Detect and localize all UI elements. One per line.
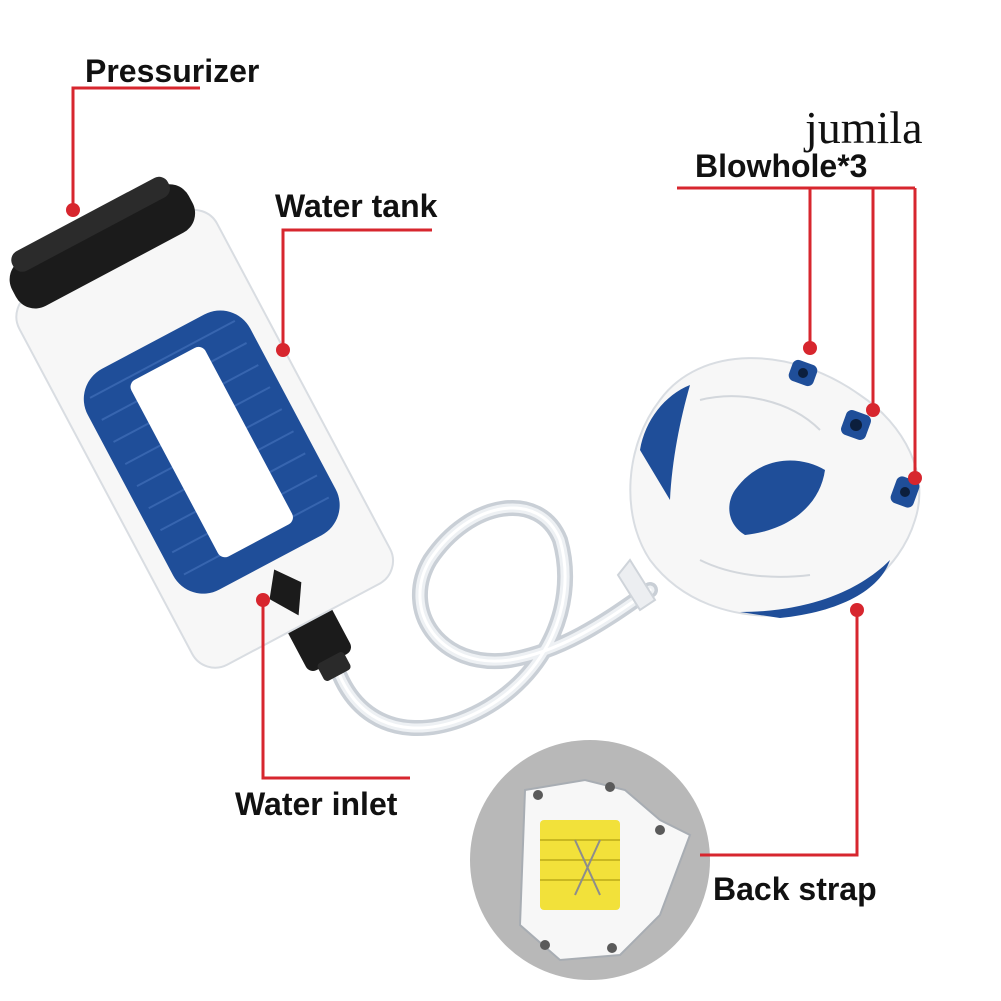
back-strap-photo-inset-icon: [470, 740, 710, 980]
leader-lines: [71, 86, 917, 857]
leader-dots: [66, 203, 922, 617]
callout-water-inlet: Water inlet: [235, 786, 398, 822]
water-tank-icon: [9, 176, 395, 681]
nozzle-head-icon: [616, 357, 921, 618]
callout-blowhole: Blowhole*3: [695, 148, 868, 184]
callout-pressurizer: Pressurizer: [85, 53, 260, 89]
callout-water-tank: Water tank: [275, 188, 438, 224]
callout-back-strap: Back strap: [713, 871, 877, 907]
hose-icon: [322, 500, 658, 736]
brand-name: jumila: [805, 102, 923, 153]
